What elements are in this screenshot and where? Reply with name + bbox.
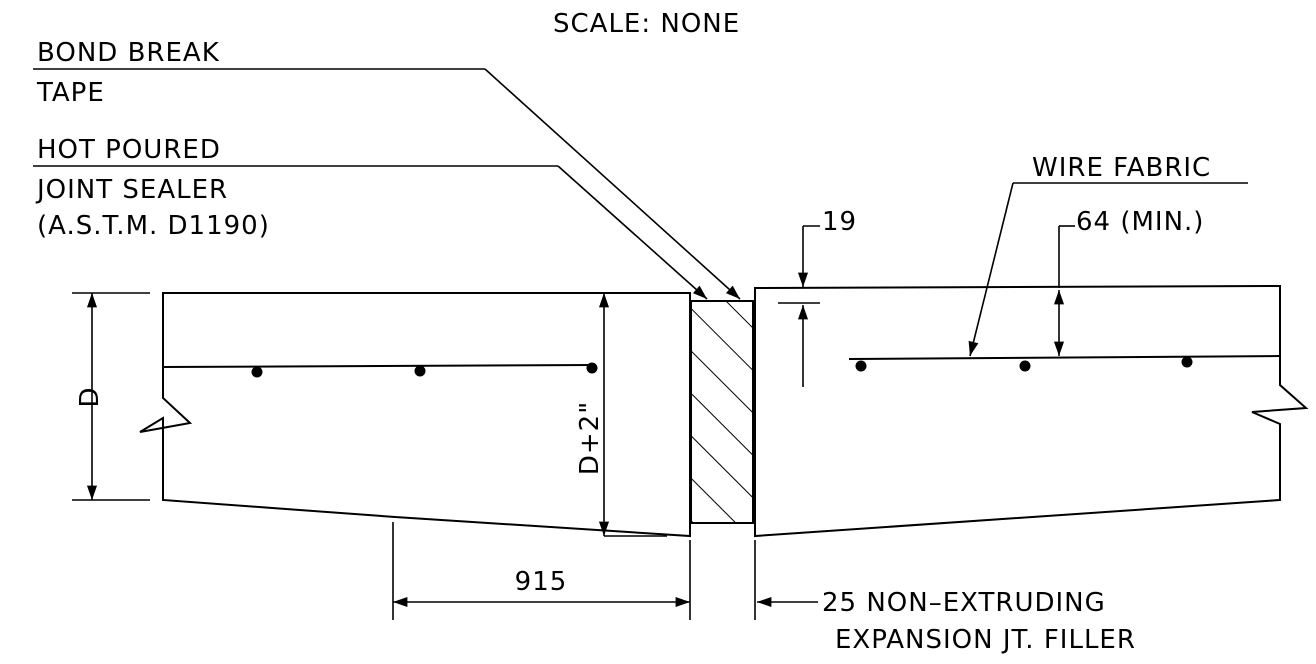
sealer-label-3: (A.S.T.M. D1190) bbox=[37, 211, 270, 241]
right-rebar-1 bbox=[855, 360, 867, 372]
sealer-label-2: JOINT SEALER bbox=[35, 175, 228, 205]
left-rebar-1 bbox=[251, 366, 263, 378]
filler-label-1: 25 NON–EXTRUDING bbox=[822, 588, 1106, 618]
wire-fabric-leader bbox=[968, 182, 1014, 357]
left-rebar-2 bbox=[414, 365, 426, 377]
right-slab bbox=[754, 284, 1309, 538]
left-wire-fabric bbox=[161, 363, 597, 369]
left-rebar-3 bbox=[586, 362, 598, 374]
dim-915-label: 915 bbox=[515, 567, 568, 597]
joint-filler bbox=[690, 300, 754, 524]
d-label: D bbox=[75, 386, 105, 407]
sealer-leader bbox=[557, 165, 708, 300]
wire-fabric-label: WIRE FABRIC bbox=[1032, 153, 1211, 183]
scale-label: SCALE: NONE bbox=[553, 9, 740, 39]
dim-19-label: 19 bbox=[822, 207, 857, 237]
dim-64-label: 64 (MIN.) bbox=[1076, 207, 1204, 237]
right-rebar-3 bbox=[1181, 356, 1193, 368]
sealer-label-1: HOT POURED bbox=[37, 135, 221, 165]
filler-label-2: EXPANSION JT. FILLER bbox=[835, 625, 1136, 655]
bond-break-leader bbox=[484, 68, 741, 300]
bond-break-label-1: BOND BREAK bbox=[37, 38, 220, 68]
right-rebar-2 bbox=[1019, 360, 1031, 372]
right-wire-fabric bbox=[848, 354, 1282, 361]
left-slab bbox=[139, 292, 691, 538]
d2-label: D+2" bbox=[575, 401, 605, 475]
bond-break-label-2: TAPE bbox=[36, 78, 105, 108]
